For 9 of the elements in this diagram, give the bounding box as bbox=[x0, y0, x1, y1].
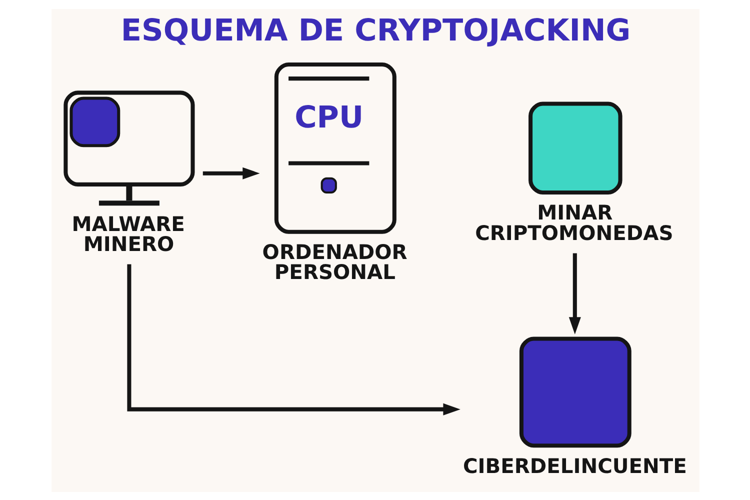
arrow bbox=[202, 166, 260, 179]
diagram-title: ESQUEMA DE CRYPTOJACKING bbox=[120, 12, 630, 48]
node-label: CIBERDELINCUENTE bbox=[462, 453, 686, 478]
node-label: MINAR CRIPTOMONEDAS bbox=[474, 200, 673, 244]
arrow bbox=[568, 252, 580, 334]
node-label: ORDENADOR PERSONAL bbox=[262, 240, 407, 284]
node-label: MALWARE MINERO bbox=[71, 211, 184, 256]
arrow bbox=[126, 264, 460, 415]
node-box: CPU bbox=[274, 62, 396, 234]
